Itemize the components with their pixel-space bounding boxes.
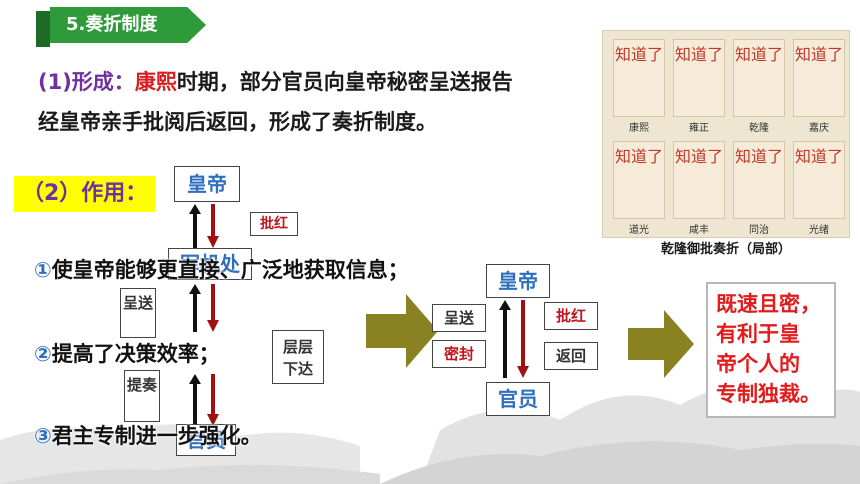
center-arrows: [499, 300, 529, 378]
left-emperor-box: 皇帝: [174, 166, 240, 202]
left-official-box: 官员: [176, 424, 236, 456]
result-line-3: 帝个人的: [716, 352, 800, 376]
photo-caption: 乾隆御批奏折（局部）: [660, 242, 791, 257]
photo-name-8: 光绪: [809, 225, 829, 236]
photo-strip-7: 知道了: [733, 141, 785, 219]
photo-strip-3: 知道了: [733, 39, 785, 117]
photo-name-4: 嘉庆: [809, 123, 829, 134]
photo-name-3: 乾隆: [749, 123, 769, 134]
effect-point-3: ③君主专制进一步强化。: [34, 424, 262, 448]
effect-point-2: ②提高了决策效率；: [34, 342, 220, 366]
left-up-label-1: 呈送: [120, 288, 156, 338]
result-line-2: 有利于皇: [716, 322, 800, 346]
memorial-photo: 知道了 知道了 知道了 知道了 康熙 雍正 乾隆 嘉庆 知道了 知道了 知道了 …: [602, 30, 850, 238]
left-red-label: 批红: [250, 212, 298, 236]
left-arrows-top: [189, 204, 219, 248]
effect-label: （2）作用：: [14, 176, 156, 212]
formation-label: (1)形成：: [38, 70, 135, 94]
result-line-1: 既速且密，: [716, 292, 821, 316]
flow-arrow-1: [366, 294, 438, 368]
center-send-label: 呈送: [432, 304, 486, 332]
center-red-label: 批红: [544, 302, 598, 330]
photo-name-7: 同治: [749, 225, 769, 236]
center-emperor-box: 皇帝: [486, 264, 550, 298]
section-title-tab: 5.奏折制度: [36, 7, 206, 47]
formation-line-2: 经皇帝亲手批阅后返回，形成了奏折制度。: [38, 110, 437, 134]
photo-strip-8: 知道了: [793, 141, 845, 219]
photo-name-6: 咸丰: [689, 225, 709, 236]
photo-name-5: 道光: [629, 225, 649, 236]
center-return-label: 返回: [544, 342, 598, 370]
left-mid-box: 军机处: [168, 248, 252, 280]
result-line-4: 专制独裁。: [716, 382, 821, 406]
effect-point-1: ①使皇帝能够更直接、广泛地获取信息；: [34, 258, 409, 282]
flow-arrow-2: [628, 310, 694, 378]
left-down-label: 层层下达: [272, 330, 324, 384]
photo-strip-4: 知道了: [793, 39, 845, 117]
result-box: 既速且密， 有利于皇 帝个人的 专制独裁。: [706, 282, 836, 418]
left-up-label-2: 提奏: [124, 370, 160, 422]
photo-strip-1: 知道了: [613, 39, 665, 117]
photo-name-1: 康熙: [629, 123, 649, 134]
photo-strip-2: 知道了: [673, 39, 725, 117]
formation-line-1: (1)形成：康熙时期，部分官员向皇帝秘密呈送报告: [38, 66, 513, 96]
photo-name-2: 雍正: [689, 123, 709, 134]
left-arrows-bottom: [189, 374, 219, 426]
left-arrows-mid: [189, 284, 219, 332]
center-seal-label: 密封: [432, 340, 486, 368]
center-official-box: 官员: [486, 382, 550, 416]
formation-emperor: 康熙: [134, 70, 177, 94]
formation-text-1: 时期，部分官员向皇帝秘密呈送报告: [176, 70, 513, 94]
photo-strip-6: 知道了: [673, 141, 725, 219]
photo-strip-5: 知道了: [613, 141, 665, 219]
section-title: 5.奏折制度: [66, 14, 158, 35]
